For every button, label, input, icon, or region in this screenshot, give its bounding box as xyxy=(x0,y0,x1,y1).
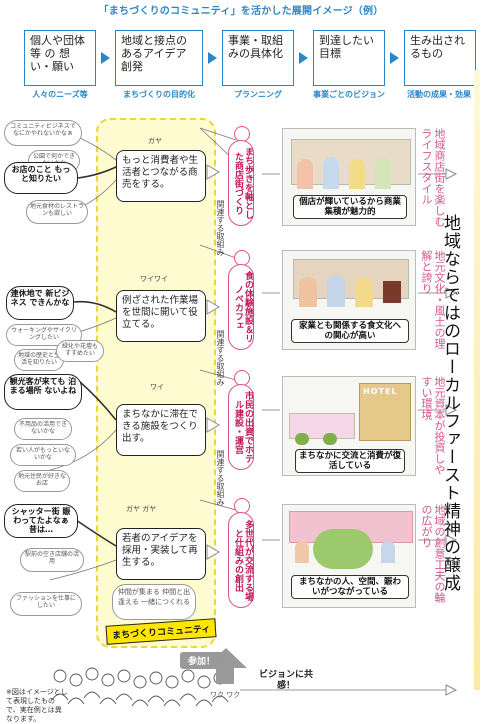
wish-bubble-13: シャッター街 賑わってたよなぁ 昔は… xyxy=(4,504,78,538)
flow-caption-vision: 事業ごとのビジョン xyxy=(313,90,385,99)
wish-bubble-4: 地元食材のレストランも欲しい xyxy=(26,200,88,224)
flow-box-outcomes: 生み出されるもの xyxy=(404,30,476,86)
wish-bubble-10: 不用品の活用できないかな xyxy=(14,418,72,440)
idea-box-2: 例ざされた作業場を世間に開いて役立てる。 xyxy=(116,290,206,342)
scene-connections: まちなかの人、空間、賑わいがつながっている xyxy=(282,504,416,608)
project-pill-1: まち歩きを軸とした商店街づくり xyxy=(228,140,254,226)
scene-hotel: HOTEL まちなかに交流と消費が復活している xyxy=(282,376,416,476)
murmur-1: ガヤ xyxy=(148,137,162,145)
wish-bubble-3: お店のこと もっと知りたい xyxy=(4,162,78,194)
flow-caption-purpose: まちづくりの目的化 xyxy=(123,90,195,99)
idea-box-3: まちなかに滞在できる施設をつくり出す。 xyxy=(116,404,206,456)
scene-caption-4: まちなかの人、空間、賑わいがつながっている xyxy=(291,575,409,599)
wish-bubble-8: 緑化や花壇もすすめたい xyxy=(56,340,104,362)
wish-bubble-11: 若い人がもっといないかな xyxy=(10,444,76,466)
outcome-3: 地元資本が投資しやすい環境 xyxy=(420,376,446,475)
outcome-2: 地元文化・風土の理解と誇り xyxy=(420,250,446,349)
wish-bubble-14: 駅前の空き店舗の活用 xyxy=(20,548,84,572)
scene-caption-1: 個店が輝いているから商業集積が魅力的 xyxy=(293,195,407,219)
flow-box-projects: 事業・取組みの具体化 xyxy=(222,30,294,86)
flow-box-goals: 到達したい目標 xyxy=(313,30,385,86)
wish-bubble-7: 地域の歴史と生活を知りたい xyxy=(14,349,64,371)
related-label-2: 関連する取組み xyxy=(216,330,225,386)
flow-caption-results: 活動の成果・効果 xyxy=(407,90,471,99)
wish-bubble-5: 連休地で 新ビジネス できんかな xyxy=(6,286,74,320)
murmur-3: ワイ xyxy=(150,383,164,391)
scene-food-culture: 家業とも関係する食文化への関心が高い xyxy=(282,250,416,350)
join-label: 参加！ xyxy=(180,652,224,669)
murmur-4: ガヤ ガヤ xyxy=(126,505,157,513)
diagram-title: 「まちづくりのコミュニティ」を活かした展開イメージ（例） xyxy=(98,6,384,17)
scene-caption-2: 家業とも関係する食文化への関心が高い xyxy=(291,319,409,343)
idea-sub-bubble: 仲間が集まる 仲間と出逢える 一緒につくれる xyxy=(112,584,196,620)
wish-bubble-15: ファッションを仕事にしたい xyxy=(10,592,82,616)
flow-caption-planning: プランニング xyxy=(234,90,282,99)
idea-box-4: 若者のアイデアを採用・実装して再生する。 xyxy=(116,528,206,580)
project-pill-2: 食の体験施設＆リノベカフェ xyxy=(228,264,254,350)
flow-box-ideas: 地域と接点のあるアイデア創発 xyxy=(115,30,203,86)
outcome-1: 地域商店街を楽しむライフスタイル xyxy=(420,128,446,227)
crowd-noise: ワク ワク xyxy=(210,691,241,699)
flow-arrow-1 xyxy=(101,52,110,64)
idea-box-1: もっと消費者や生活者とつながる商売をする。 xyxy=(116,150,206,202)
footnote: ※図はイメージとして表現したもので、実在例とは異なります。 xyxy=(6,688,68,723)
outcome-4: 地域の創意工夫の輪の広がり xyxy=(420,504,446,603)
wish-bubble-12: 地元住民が好きなお店 xyxy=(14,470,70,492)
flow-caption-needs: 人々のニーズ等 xyxy=(32,90,88,99)
flow-box-wishes: 個人や団体等 の 想 い・願い xyxy=(24,30,96,86)
related-label-1: 関連する取組み xyxy=(216,200,225,256)
hotel-sign: HOTEL xyxy=(363,387,398,396)
murmur-2: ワイワイ xyxy=(140,275,168,283)
result-gradient-bar xyxy=(474,70,480,690)
flow-arrow-3 xyxy=(299,52,308,64)
scene-caption-3: まちなかに交流と消費が復活している xyxy=(295,449,405,473)
local-first-result: 地域ならではのローカルファースト精神の醸成 xyxy=(440,214,460,592)
wish-bubble-1: コミュニティビジネスでなにかやれないかなぁ xyxy=(4,120,82,146)
project-pill-4: 多世代が交流する場と仕組みの創出 xyxy=(228,512,254,608)
related-label-3: 関連する取組み xyxy=(216,450,225,506)
scene-shopping-street: 個店が輝いているから商業集積が魅力的 xyxy=(282,128,416,226)
wish-bubble-9: 観光客が来ても 泊まる場所 ないよね xyxy=(4,374,82,410)
flow-arrow-4 xyxy=(390,52,399,64)
flow-arrow-2 xyxy=(208,52,217,64)
sympathy-label: ビジョンに共感！ xyxy=(258,670,313,691)
project-pill-3: 市民の出資でホテル建設・運営 xyxy=(228,384,254,470)
